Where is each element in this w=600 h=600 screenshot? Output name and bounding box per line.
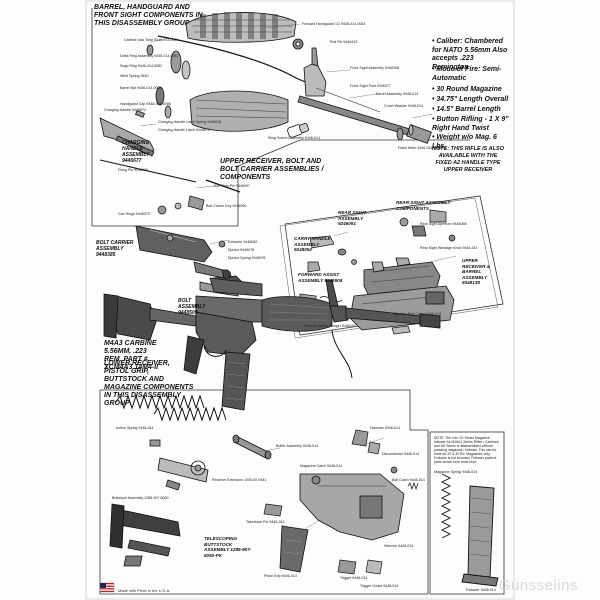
leader-lines [139,23,457,533]
poster-border [85,0,515,600]
flash-hider [396,124,432,144]
callout-gas-ring: Gas Rings 9446073 [118,212,150,216]
magazine-note: NOTE: The Gen 2X Series Magazine followe… [434,436,499,464]
callout-snap-ring: Snap Ring 9446-014-0082 [120,64,163,68]
telescoping-buttstock [109,503,181,567]
spec-weight: • Weight w/o Mag. 6 Lbs. [432,134,497,150]
callout-ejector: Ejector 9446078 [228,248,255,252]
charging-handle-assembly-label: Charging Handle Assembly 9446677 [122,140,150,164]
carry-handle-parts [307,209,456,273]
gas-tube [157,35,311,85]
callout-crush-washer: Crush Washer 9446-014 [384,104,424,108]
callout-flash-hider: Flash Hider 9446-014-0081 [398,146,442,150]
callout-hammer: Hammer 9446-014 [370,426,400,430]
lower-group-heading: Lower Receiver, Pistol Grip, Buttstock a… [104,360,194,407]
barrel-assembly [297,47,421,139]
rear-sight-assembly-label: Rear Sight Assembly 9246091 [338,210,367,226]
callout-magazine-spring: Magazine Spring 9446-014 [434,470,478,474]
handguard-lower [189,90,289,132]
callout-pistol-grip: Pistol Grip 9446-014 [264,574,297,578]
callout-carrier-key: Bolt Carrier Key 9446060 [206,204,247,208]
spec-magazine: • 30 Round Magazine [432,86,502,93]
callout-handguard: Forward Handguard 1/2 9446-014-0064 [302,22,366,26]
callout-action-spring: Action Spring 9446-014 [116,426,154,430]
magazine-note-box [429,431,505,595]
receiver-extension [149,439,209,491]
trigger-group [263,429,419,575]
callout-front-sight-post: Front Sight Post 9446377 [350,84,391,88]
handguard-upper [185,12,297,43]
sling-swivel [287,123,309,138]
fixed-handle-note: NOTE: This Rifle is also available with … [432,146,504,173]
watermark: Gunsselins [498,577,578,594]
upper-receiver-assembly-label: Upper Receiver & Barrel Assembly 9348138 [462,258,491,285]
callout-sling-swivel: Sling Swivel Assembly 9446-014 [268,136,320,140]
us-flag-icon [99,582,115,593]
spec-caliber: • Caliber: Chambered for NATO 5.56mm Als… [432,38,508,71]
magazine-parts [440,473,499,587]
callout-charging-handle: Charging Handle 9446672 [104,108,146,112]
callout-firing-pin: Firing Pin 9446066 [118,168,149,172]
callout-handguard-cap: Handguard Cap 9446-014-0086 [120,102,171,106]
spec-mode-of-fire: • Mode of Fire: Semi-Automatic [432,66,502,82]
delta-ring-cluster [146,38,304,119]
spec-length: • 34.75" Length Overall [432,96,509,103]
callout-buttstock: Buttstock Assembly 1285-907-6050 [112,496,169,500]
callout-barrel: Barrel Assembly 9446-014 [376,92,419,96]
callout-trigger-guard: Trigger Guard 9446-014 [360,584,399,588]
barrel-section-box [91,8,470,227]
spec-barrel-length: • 14.5" Barrel Length [432,106,501,113]
bolt-carrier-assembly [135,225,213,263]
m4-carbine [103,269,441,411]
callout-receiver-extension: Receiver Extension 1005-00-9441 [212,478,267,482]
barrel-group-heading: Barrel, Handguard and Front Sight Compon… [94,4,203,27]
callout-trigger: Trigger 9446-014 [340,576,368,580]
pistol-grip [279,525,309,573]
callout-roll-pin: Roll Pin 9446415 [330,40,358,44]
buffer [232,434,272,460]
callout-charging-latch: Charging Handle Latch 9446674 [158,128,210,132]
spec-rifling: • Button Rifling - 1 X 9" Right Hand Twi… [432,116,509,132]
callout-bolt-cam-pin: Bolt Cam Pin 9446097 [214,184,250,188]
callout-takedown-pin: Takedown Pin 9446-014 [246,520,285,524]
callout-forward-plunger: Forward Assist Plunger 9446152 [304,324,356,328]
lower-receiver [299,473,405,541]
carbine-model-label: M4A3 Carbine 5.56mm, .223 Rem. Part # XC… [104,340,159,371]
rear-sight-components-label: Rear Sight Assembly Components [396,200,451,211]
callout-selector: Selector 9446-014 [384,544,414,548]
callout-bolt-catch: Bolt Catch 9446-014 [392,478,425,482]
carry-handle-assembly-label: Carry Handle Assembly 9248092 [294,236,331,252]
bolt-carrier-parts [99,159,241,248]
callout-follower: Follower 9446-014 [466,588,496,592]
made-in-usa-label: Made with Pride in the U.S.A. [118,588,171,593]
telescoping-buttstock-label: Telescoping Buttstock Assembly 1285-907-… [204,536,252,558]
callout-windage-knob: Rear Sight Windage Knob 9446-011 [420,246,478,250]
bolt-carrier-assembly-label: Bolt Carrier Assembly 9448385 [96,240,134,258]
forward-assist-assembly-label: Forward Assist Assembly 9345908 [298,272,343,283]
callout-disconnector: Disconnector 9446-014 [382,452,420,456]
callout-latch-spring: Charging Handle Latch Spring 9446618 [158,120,222,124]
callout-ejector-spring: Ejector Spring 9446076 [228,256,266,260]
bolt-assembly-label: Bolt Assembly 9448509 [178,298,206,316]
callout-front-sight-assembly: Front Sight Assembly 9448398 [350,66,399,70]
lower-section-box [99,389,429,595]
callout-gas-tube: Carbine Gas Tube 9446-014-0084 [124,38,179,42]
callout-weld-spring: Weld Spring 9440 [120,74,149,78]
callout-delta-ring: Delta Ring Assembly 9446-014-0087 [120,54,179,58]
callout-extractor: Extractor 9446082 [228,240,258,244]
action-spring [115,394,227,422]
callout-barrel-nut: Barrel Nut 9446-014-0092 [120,86,162,90]
callout-rear-sight-aperture: Rear Sight Aperture 9446068 [420,222,467,226]
callout-buffer: Buffer Assembly 9446-014 [276,444,319,448]
callout-magazine-catch: Magazine Catch 9446-014 [300,464,343,468]
upper-group-heading: Upper Receiver, Bolt and Bolt Carrier As… [220,158,324,181]
callout-dust-cover: Ejection Port Cover 9446-014 [394,312,442,316]
charging-handle [99,110,155,157]
